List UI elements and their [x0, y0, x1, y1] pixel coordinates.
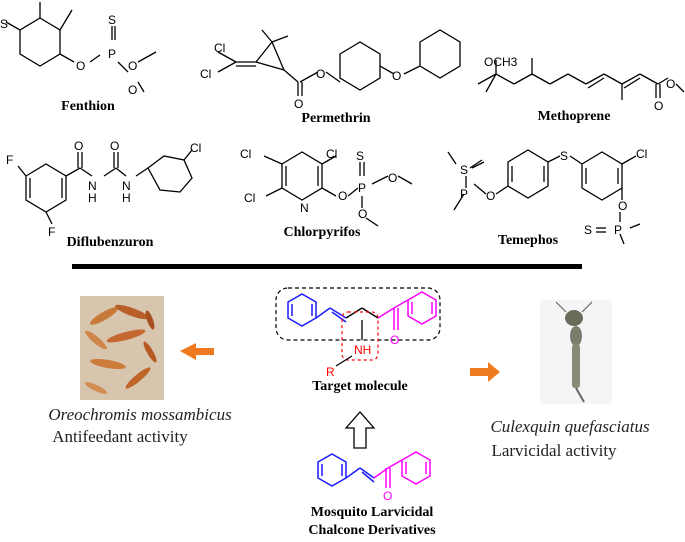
chlorpyrifos-structure	[263, 151, 413, 227]
temephos-o2: O	[618, 199, 627, 213]
temephos-p1: P	[460, 187, 468, 201]
fenthion-s-double-atom: S	[108, 13, 116, 27]
diflubenzuron-f2: F	[48, 225, 55, 239]
chlorpyrifos-s: S	[356, 149, 364, 163]
target-outer-dashed-box	[275, 287, 441, 341]
fish-photo	[80, 296, 164, 400]
chlorpyrifos-p: P	[358, 181, 366, 195]
chlorpyrifos-o2: O	[388, 171, 397, 185]
permethrin-cl1-atom: Cl	[214, 41, 225, 55]
chalcone-label-line2: Chalcone Derivatives	[308, 523, 436, 538]
diflubenzuron-n1: N	[88, 179, 97, 193]
chlorpyrifos-cl2: Cl	[326, 147, 337, 161]
temephos-s-bridge: S	[560, 149, 568, 163]
right-activity: Larvicidal activity	[491, 441, 617, 460]
temephos-o1: O	[486, 189, 495, 203]
chlorpyrifos-n: N	[300, 201, 309, 215]
fenthion-o-atom: O	[76, 59, 85, 73]
chlorpyrifos-cl1: Cl	[240, 147, 251, 161]
target-r-group: R	[326, 365, 335, 379]
chalcone-phenyl-blue	[317, 453, 375, 487]
section-divider	[72, 264, 582, 269]
methoprene-o-carbonyl: O	[654, 99, 663, 113]
diflubenzuron-f1: F	[6, 153, 13, 167]
chlorpyrifos-o1: O	[338, 189, 347, 203]
permethrin-o-ester: O	[316, 67, 325, 81]
target-nr-bond	[335, 355, 353, 367]
chalcone-phenyl-magenta	[373, 451, 431, 488]
left-arrow-icon	[180, 343, 214, 360]
larva-photo	[540, 300, 612, 404]
permethrin-cl2-atom: Cl	[200, 67, 211, 81]
permethrin-o-ether: O	[392, 69, 401, 83]
diflubenzuron-h1: H	[88, 191, 97, 205]
temephos-structure	[447, 149, 641, 245]
hollow-up-arrow-icon	[344, 411, 376, 449]
diflubenzuron-o1: O	[74, 139, 83, 153]
right-arrow-icon	[470, 362, 500, 382]
temephos-label: Temephos	[498, 233, 559, 248]
permethrin-label: Permethrin	[301, 111, 370, 126]
target-phenyl-blue	[287, 293, 347, 327]
fenthion-p-atom: P	[108, 47, 116, 61]
temephos-cl: Cl	[636, 147, 647, 161]
permethrin-o-carbonyl: O	[294, 97, 303, 111]
chlorpyrifos-cl3: Cl	[244, 191, 255, 205]
target-inner-dashed-box	[341, 311, 379, 361]
diflubenzuron-h2: H	[122, 191, 131, 205]
fenthion-o2-atom: O	[128, 59, 137, 73]
target-molecule-label: Target molecule	[312, 379, 408, 394]
right-species: Culexquin quefasciatus	[490, 417, 650, 436]
temephos-s2: S	[584, 223, 592, 237]
fenthion-structure	[5, 2, 157, 93]
methoprene-o-ester: O	[666, 77, 675, 91]
temephos-p2: P	[614, 223, 622, 237]
target-phenyl-magenta	[377, 291, 437, 330]
chlorpyrifos-label: Chlorpyrifos	[284, 225, 362, 240]
left-activity: Antifeedant activity	[52, 427, 188, 446]
permethrin-structure	[217, 29, 461, 96]
left-species: Oreochromis mossambicus	[48, 405, 232, 424]
chlorpyrifos-o3: O	[358, 207, 367, 221]
fenthion-s-atom: S	[0, 17, 8, 31]
chalcone-label-line1: Mosquito Larvicidal	[311, 505, 434, 520]
target-carbonyl-o: O	[390, 333, 399, 347]
fenthion-o3-atom: O	[128, 83, 137, 97]
diflubenzuron-cl: Cl	[190, 141, 201, 155]
fenthion-label: Fenthion	[61, 99, 115, 114]
diflubenzuron-label: Diflubenzuron	[67, 235, 154, 250]
temephos-s1: S	[460, 163, 468, 177]
methoprene-och3: OCH3	[484, 55, 518, 69]
diflubenzuron-structure	[17, 149, 193, 225]
chalcone-carbonyl-o: O	[383, 489, 392, 503]
target-chain	[345, 307, 379, 319]
diflubenzuron-o2: O	[110, 139, 119, 153]
target-nh: NH	[354, 343, 371, 357]
diflubenzuron-n2: N	[122, 179, 131, 193]
methoprene-structure	[477, 58, 685, 100]
methoprene-label: Methoprene	[538, 109, 611, 124]
